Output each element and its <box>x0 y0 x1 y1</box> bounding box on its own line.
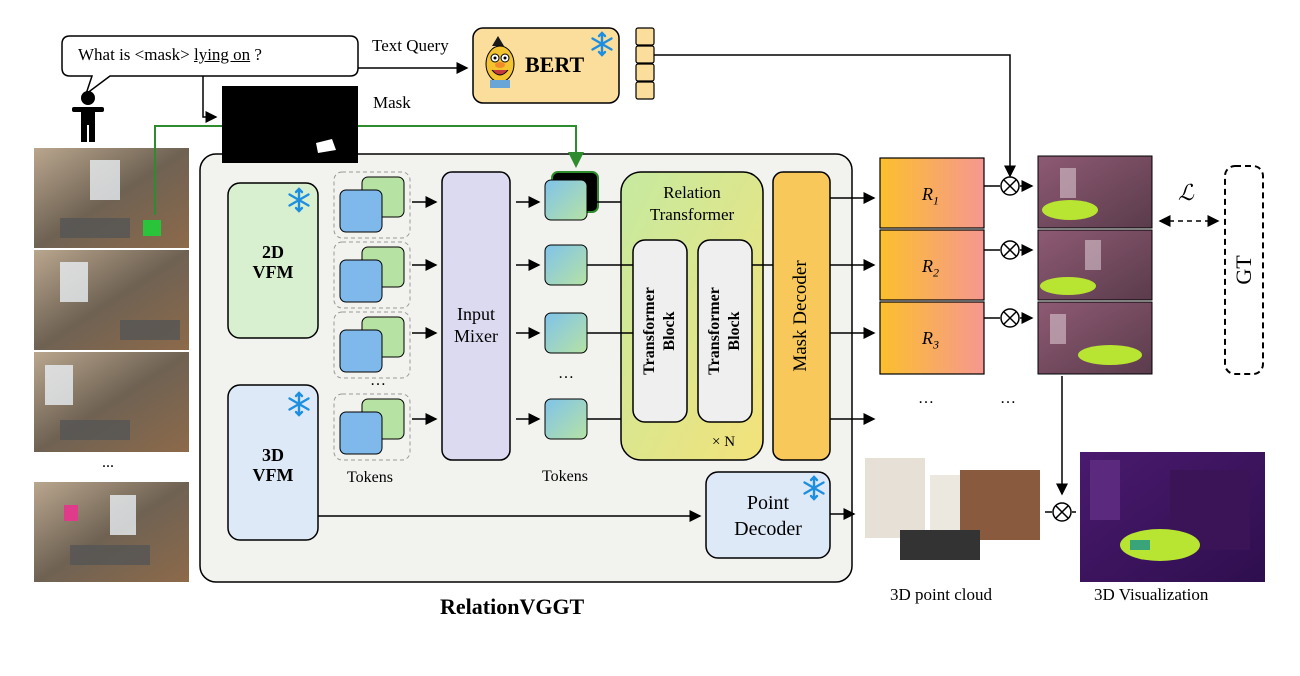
vfm-3d-line1: 3D <box>262 445 284 465</box>
input-mixer-box <box>441 171 511 461</box>
relation-transformer-line1: Relation <box>663 183 721 202</box>
r1-box <box>879 157 985 229</box>
visualization-label: 3D Visualization <box>1094 585 1209 604</box>
ellipsis-tokens-mid: … <box>558 365 574 382</box>
transformer-block-1 <box>632 239 688 423</box>
vfm-2d-line2: VFM <box>252 262 294 282</box>
r3-box <box>879 301 985 375</box>
r2-sub: 2 <box>933 265 939 280</box>
r3-sub: 3 <box>933 337 939 352</box>
gt-label: GT <box>1231 255 1256 285</box>
point-decoder-line2: Decoder <box>734 518 802 540</box>
relation-transformer-label: Relation Transformer <box>621 180 763 228</box>
point-decoder-box <box>705 471 831 559</box>
r1-sub: 1 <box>933 193 939 208</box>
r3-main: R <box>922 328 933 348</box>
ellipsis-frames: … <box>1000 390 1016 407</box>
model-name: RelationVGGT <box>440 594 585 619</box>
relation-transformer-line2: Transformer <box>649 205 735 224</box>
vfm-2d-line1: 2D <box>262 242 284 262</box>
r1-main: R <box>922 184 933 204</box>
query-text-after: ? <box>254 45 262 64</box>
r2-label: R2 <box>922 256 939 281</box>
vfm-3d-box <box>227 384 319 541</box>
input-mixer-line1: Input <box>457 304 495 324</box>
input-mixer-line2: Mixer <box>454 326 498 346</box>
transformer-block-2-label: Transformer Block <box>700 241 750 421</box>
mask-image <box>222 86 358 163</box>
point-decoder-label: Point Decoder <box>706 488 830 544</box>
vfm-2d-label: 2D VFM <box>228 232 318 292</box>
output-frames <box>1037 155 1153 375</box>
ellipsis-input-frames: ... <box>102 454 114 471</box>
r2-box <box>879 229 985 301</box>
person-icon <box>72 91 104 142</box>
query-bubble <box>61 35 359 97</box>
ellipsis-tokens-left: … <box>370 372 386 389</box>
bert-face-icon <box>485 36 515 88</box>
vfm-2d-box <box>227 182 319 339</box>
multiply-icon <box>1000 176 1072 522</box>
ellipsis-r: … <box>918 390 934 407</box>
tokens-left-label: Tokens <box>347 469 393 486</box>
visualization-image <box>1080 452 1265 582</box>
text-embedding-stack <box>635 27 655 100</box>
r1-label: R1 <box>922 184 939 209</box>
bert-label: BERT <box>525 52 585 77</box>
token-groups-left <box>333 171 411 461</box>
snowflake-icon <box>288 31 825 501</box>
query-text-underlined: lying on <box>193 45 251 64</box>
transformer-block-2-line2: Block <box>726 311 743 351</box>
repeat-label: × N <box>712 434 736 450</box>
query-text-before: What is <mask> <box>78 45 190 64</box>
r3-label: R3 <box>922 328 939 353</box>
token-groups-mid <box>544 171 599 440</box>
transformer-block-1-label: Transformer Block <box>635 241 685 421</box>
point-cloud-label: 3D point cloud <box>890 585 992 604</box>
transformer-block-2 <box>697 239 753 423</box>
mask-decoder-label: Mask Decoder <box>790 260 811 372</box>
query-text: What is <mask> lying on ? <box>78 45 262 65</box>
mask-label: Mask <box>373 93 411 112</box>
point-decoder-line1: Point <box>746 492 790 514</box>
input-mixer-label: Input Mixer <box>442 300 510 350</box>
mask-decoder-box <box>772 171 831 461</box>
transformer-block-1-line1: Transformer <box>641 287 658 375</box>
transformer-block-1-line2: Block <box>661 311 678 351</box>
vfm-3d-line2: VFM <box>252 465 294 485</box>
transformer-block-2-line1: Transformer <box>706 287 723 375</box>
gt-box <box>1224 165 1264 375</box>
tokens-mid-label: Tokens <box>542 468 588 485</box>
text-query-label: Text Query <box>372 36 449 55</box>
input-frames <box>34 148 189 582</box>
r2-main: R <box>922 256 933 276</box>
loss-label: ℒ <box>1178 180 1194 205</box>
vfm-3d-label: 3D VFM <box>228 435 318 495</box>
point-cloud-image <box>860 452 1045 582</box>
